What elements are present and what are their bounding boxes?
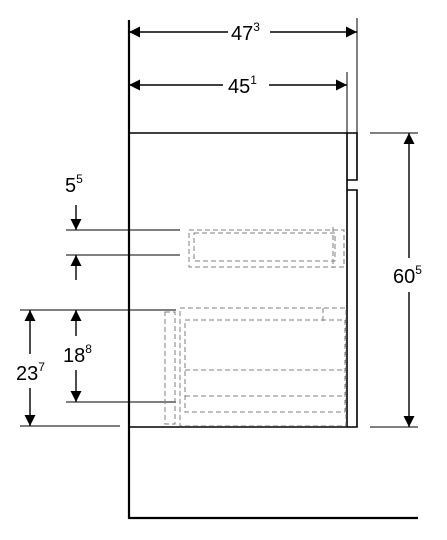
dim-label-drawer-height: 188 bbox=[63, 342, 92, 367]
cabinet-outline bbox=[129, 132, 358, 428]
lower-drawer-inner bbox=[184, 319, 346, 413]
dim-label-lower-height: 237 bbox=[16, 360, 45, 385]
dim-label-height: 605 bbox=[393, 263, 422, 288]
dim-label-inner-depth: 451 bbox=[228, 73, 257, 98]
drawer-dashed-outlines bbox=[164, 227, 347, 427]
dim-label-overall-depth: 473 bbox=[231, 20, 260, 45]
dim-label-gap: 55 bbox=[65, 172, 83, 197]
lower-drawer-front bbox=[164, 311, 176, 425]
upper-drawer-inner bbox=[193, 232, 336, 262]
lower-drawer-outline bbox=[179, 307, 347, 427]
extension-lines bbox=[20, 18, 418, 428]
